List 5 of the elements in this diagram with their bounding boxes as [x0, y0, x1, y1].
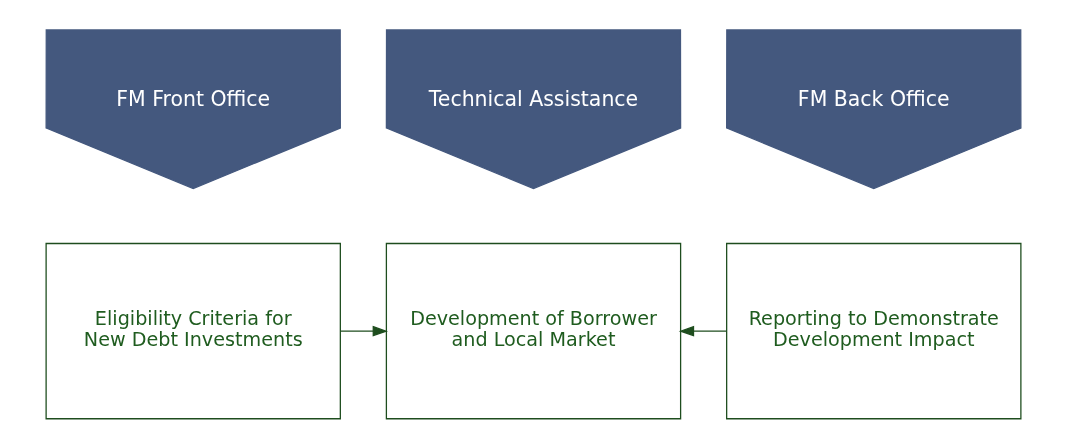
node-box: Development of Borrower and Local Market: [385, 242, 682, 420]
node-box: Reporting to Demonstrate Development Impact: [726, 242, 1022, 420]
node-box: Eligibility Criteria for New Debt Investments: [45, 242, 341, 420]
arrow: [678, 325, 727, 337]
arrow: [339, 325, 388, 337]
